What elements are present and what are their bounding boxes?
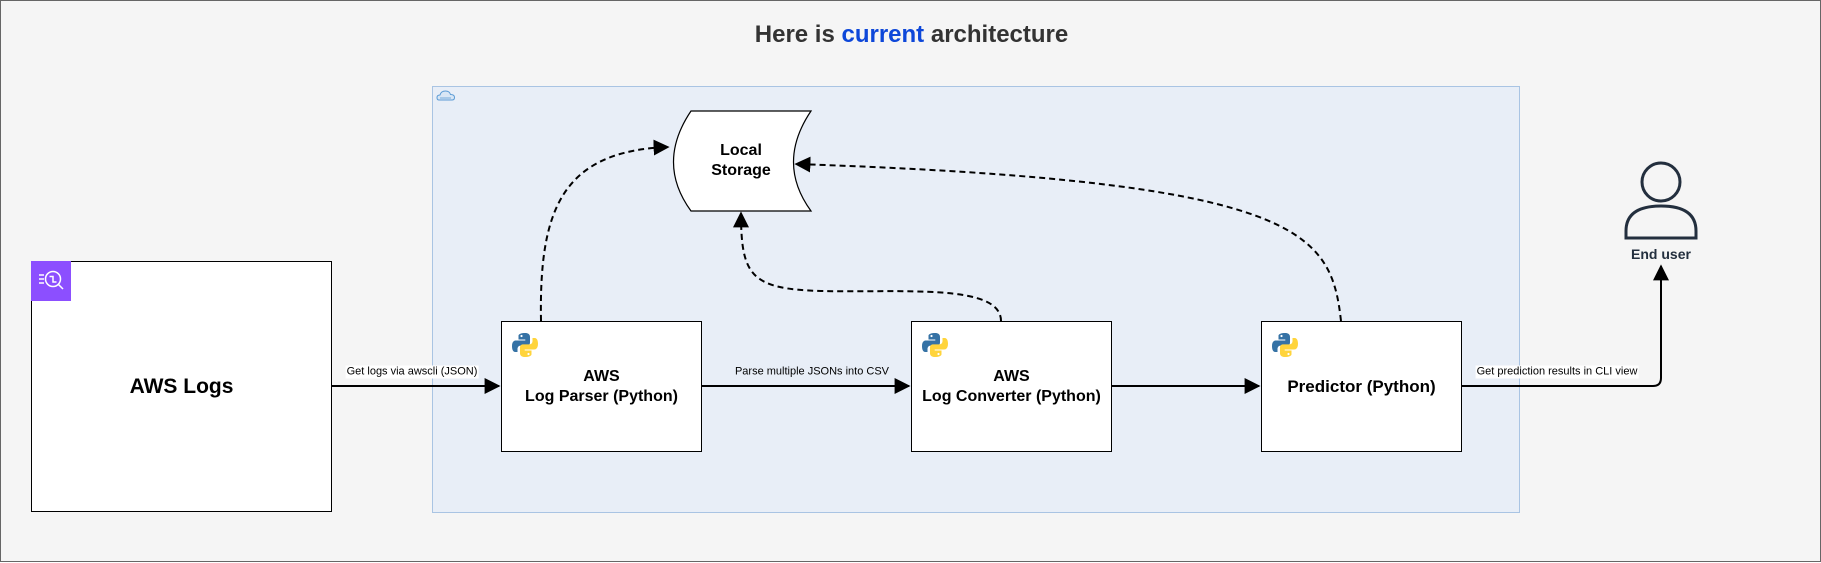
local-storage-label: Local Storage	[711, 142, 771, 179]
python-icon	[1272, 333, 1298, 357]
title-accent: current	[841, 21, 925, 48]
end-user-label: End user	[1631, 246, 1691, 262]
title-prefix: Here is	[754, 21, 842, 48]
python-icon	[512, 333, 538, 357]
aws-logs-node[interactable]: AWS Logs	[31, 261, 332, 512]
edge-converter-to-storage	[733, 211, 1002, 322]
local-storage-shape	[673, 110, 813, 212]
cloudwatch-logs-icon	[31, 261, 71, 301]
edge-predictor-to-user	[1462, 264, 1669, 387]
cloud-icon	[436, 90, 456, 101]
edge-parser-to-storage	[539, 139, 670, 322]
python-icon	[922, 333, 948, 357]
edge-label-logs-to-parser: Get logs via awscli (JSON)	[345, 365, 479, 379]
log-parser-label: AWS Log Parser (Python)	[525, 367, 678, 405]
user-icon	[1624, 161, 1698, 240]
predictor-node[interactable]: Predictor (Python)	[1261, 321, 1462, 452]
predictor-label: Predictor (Python)	[1287, 376, 1436, 396]
edge-label-parser-to-converter: Parse multiple JSONs into CSV	[733, 365, 891, 379]
log-parser-node[interactable]: AWS Log Parser (Python)	[501, 321, 702, 452]
edge-label-predictor-to-user: Get prediction results in CLI view	[1475, 365, 1639, 379]
log-converter-label: AWS Log Converter (Python)	[922, 367, 1101, 405]
page-title: Here is current architecture	[1, 21, 1821, 49]
aws-logs-label: AWS Logs	[129, 374, 234, 398]
log-converter-node[interactable]: AWS Log Converter (Python)	[911, 321, 1112, 452]
edge-predictor-to-storage	[794, 156, 1342, 322]
title-suffix: architecture	[924, 21, 1069, 48]
